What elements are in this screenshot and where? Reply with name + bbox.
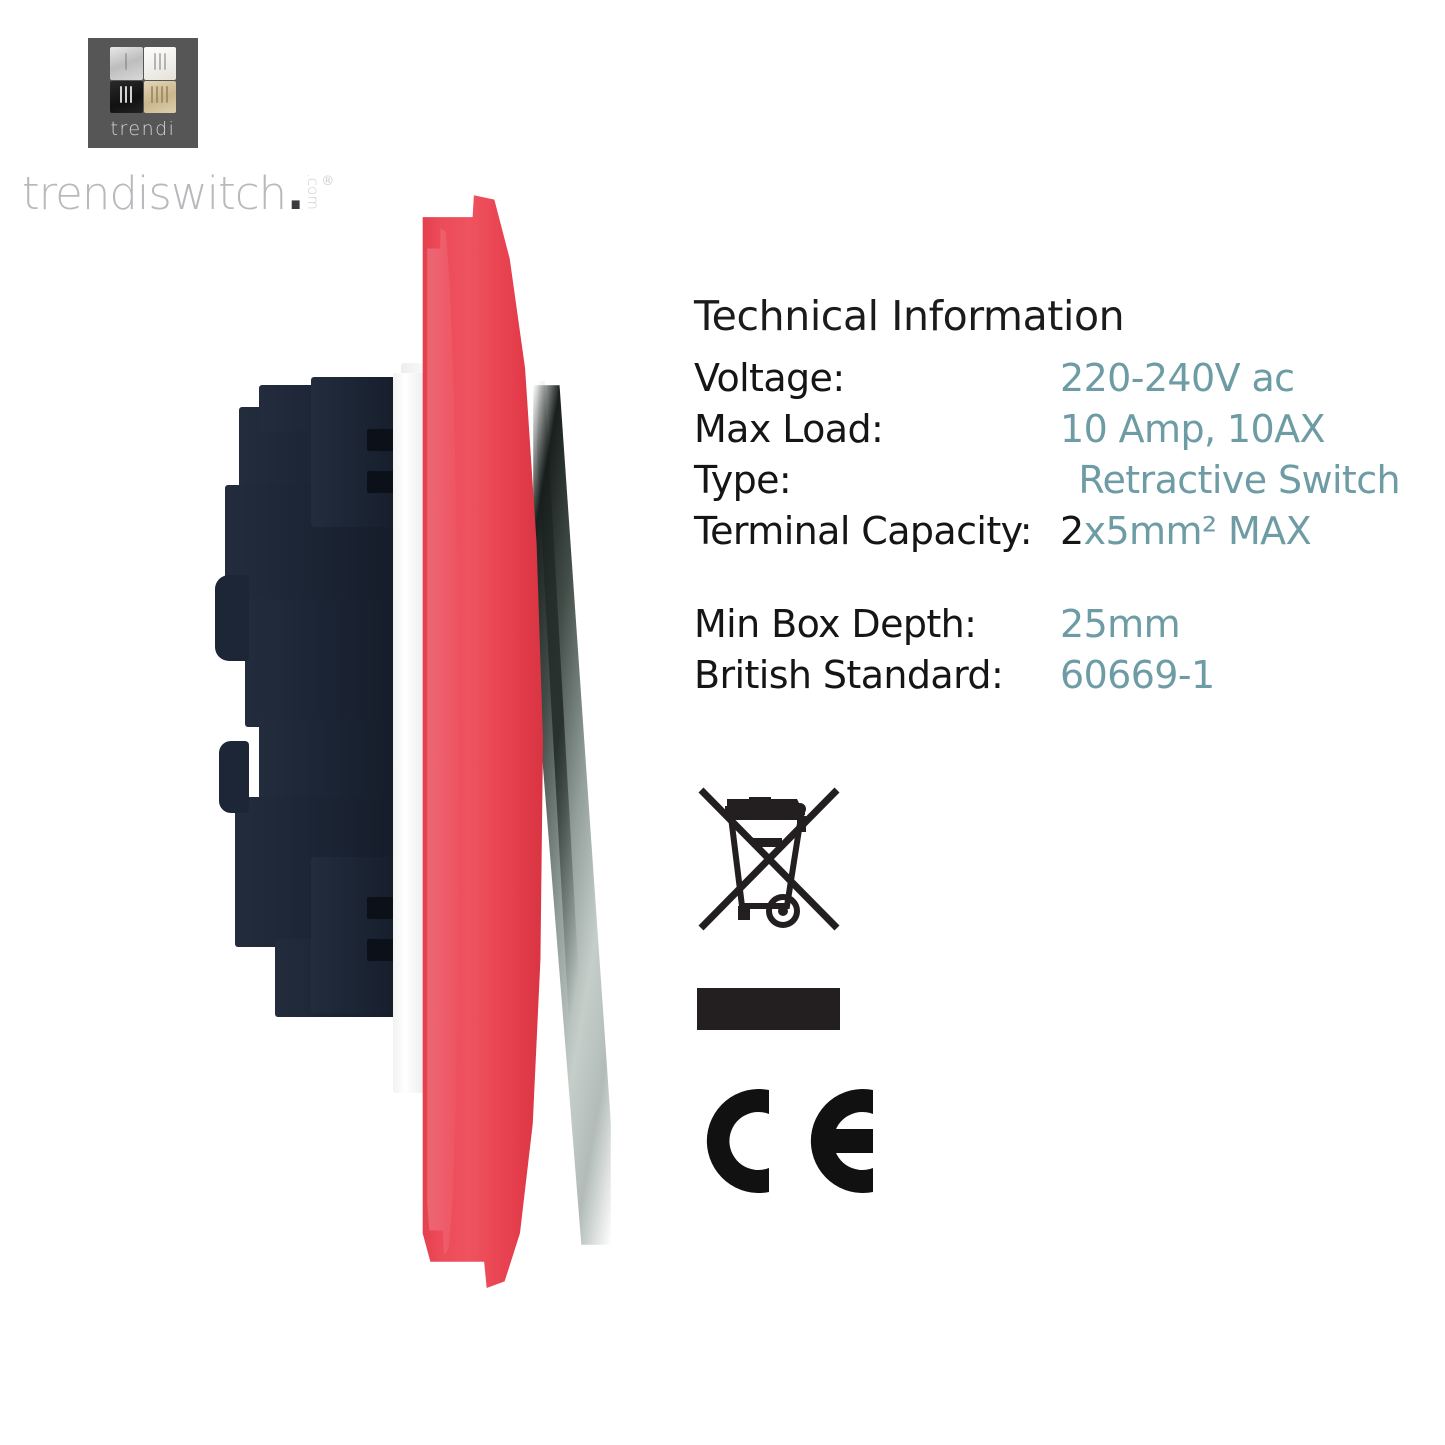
- spec-label-max-load: Max Load:: [694, 407, 884, 451]
- wordmark-dot: .: [287, 167, 305, 220]
- technical-information-title: Technical Information: [694, 292, 1125, 340]
- spec-label-british-standard: British Standard:: [694, 653, 1004, 697]
- spec-value-max-load: 10 Amp, 10AX: [1060, 407, 1326, 451]
- trendi-logo-tile: trendi: [88, 38, 198, 148]
- spec-row-type: Type: Retractive Switch: [694, 458, 1401, 512]
- registered-trademark-icon: ®: [321, 174, 335, 189]
- weee-crossed-out-bin-icon: [697, 780, 849, 980]
- spec-label-min-box-depth: Min Box Depth:: [694, 602, 977, 646]
- spec-value-terminal-capacity-lead: 2: [1060, 509, 1084, 553]
- spec-value-min-box-depth: 25mm: [1060, 602, 1181, 646]
- ce-marking-icon: [697, 1080, 877, 1202]
- wordmark-com-suffix: .com: [304, 173, 323, 210]
- spec-value-type: Retractive Switch: [1078, 458, 1400, 502]
- fixing-lug: [215, 575, 249, 661]
- spec-row-voltage: Voltage: 220-240V ac: [694, 359, 1400, 410]
- spec-row-min-box-depth: Min Box Depth: 25mm: [694, 605, 1400, 656]
- spec-label-type: Type:: [694, 458, 792, 502]
- mechanism-block: [245, 599, 415, 727]
- logo-switch-grid: [110, 47, 176, 113]
- spec-group-primary: Voltage: 220-240V ac Max Load: 10 Amp, 1…: [694, 359, 1401, 563]
- compliance-marks: [697, 780, 957, 1193]
- technical-information-panel: Technical Information Voltage: 220-240V …: [694, 292, 1401, 707]
- white-switch-plate-icon: [143, 47, 176, 80]
- spec-value-british-standard: 60669-1: [1060, 653, 1215, 697]
- spec-value-terminal-capacity-rest: x5mm² MAX: [1083, 509, 1312, 553]
- brand-logo-block: trendi trendiswitch . .com ®: [22, 34, 334, 216]
- fixing-lug: [219, 741, 249, 813]
- weee-solid-bar-icon: [697, 988, 840, 1030]
- spec-row-terminal-capacity: Terminal Capacity: 2x5mm² MAX: [694, 512, 1400, 563]
- gold-switch-plate-icon: [143, 80, 176, 113]
- trendiswitch-wordmark: trendiswitch . .com ®: [22, 160, 334, 216]
- product-image: [215, 185, 635, 1295]
- spec-value-terminal-capacity: 2x5mm² MAX: [1060, 509, 1312, 553]
- red-faceplate: [415, 193, 543, 1288]
- black-switch-plate-icon: [110, 80, 143, 113]
- silver-switch-plate-icon: [110, 47, 143, 80]
- spec-label-terminal-capacity: Terminal Capacity:: [694, 509, 1033, 553]
- spec-value-voltage: 220-240V ac: [1060, 356, 1295, 400]
- spec-row-max-load: Max Load: 10 Amp, 10AX: [694, 410, 1400, 461]
- faceplate-highlight: [427, 227, 459, 1256]
- wordmark-text: trendiswitch: [22, 167, 287, 220]
- spec-label-voltage: Voltage:: [694, 356, 845, 400]
- spec-group-secondary: Min Box Depth: 25mm British Standard: 60…: [694, 605, 1400, 707]
- spec-row-british-standard: British Standard: 60669-1: [694, 656, 1400, 707]
- logo-tile-wordmark: trendi: [110, 118, 176, 140]
- faceplate-body: [422, 195, 543, 1288]
